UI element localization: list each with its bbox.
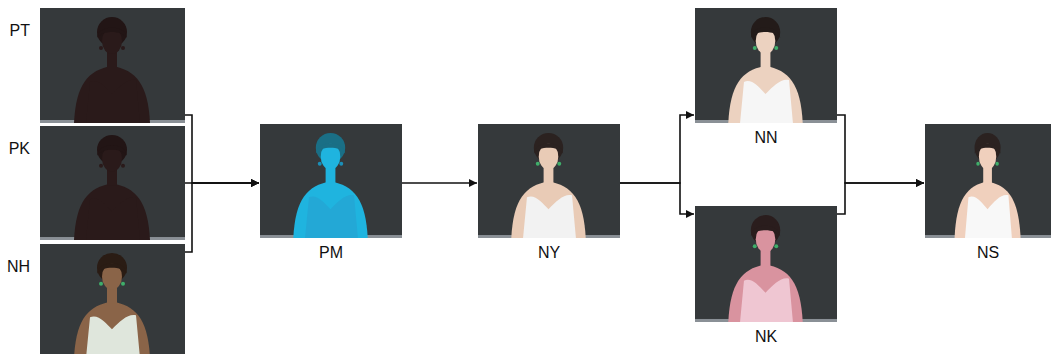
stage-caption: NS — [977, 244, 999, 262]
stage-caption: NK — [755, 328, 777, 346]
stage-caption: NH — [7, 258, 30, 276]
stage-caption: NY — [538, 244, 560, 262]
flow-arrow — [837, 115, 924, 183]
render-frame: PT — [40, 8, 185, 123]
stage-label: NS — [977, 244, 999, 262]
stage-label: NN — [754, 129, 777, 147]
render-frame: NK — [695, 206, 837, 322]
flow-arrow — [402, 182, 477, 184]
render-frame: PK — [40, 126, 185, 240]
stage-label: PK — [9, 140, 30, 158]
stage-label: PM — [319, 244, 343, 262]
flow-arrow — [620, 183, 694, 214]
flow-arrow — [185, 115, 259, 183]
flow-arrow — [837, 183, 924, 214]
render-frame: PM — [260, 124, 402, 238]
flow-arrow — [620, 115, 694, 183]
render-frame: NH — [40, 244, 185, 354]
flow-arrow — [185, 183, 259, 252]
stage-label: PT — [10, 22, 30, 40]
stage-label: NY — [538, 244, 560, 262]
render-frame: NY — [478, 124, 620, 238]
stage-label: NK — [755, 328, 777, 346]
stage-caption: NN — [754, 129, 777, 147]
render-frame: NN — [695, 8, 837, 123]
render-frame: NS — [925, 124, 1051, 238]
stage-caption: PM — [319, 244, 343, 262]
stage-label: NH — [7, 258, 30, 276]
stage-caption: PT — [10, 22, 30, 40]
stage-caption: PK — [9, 140, 30, 158]
